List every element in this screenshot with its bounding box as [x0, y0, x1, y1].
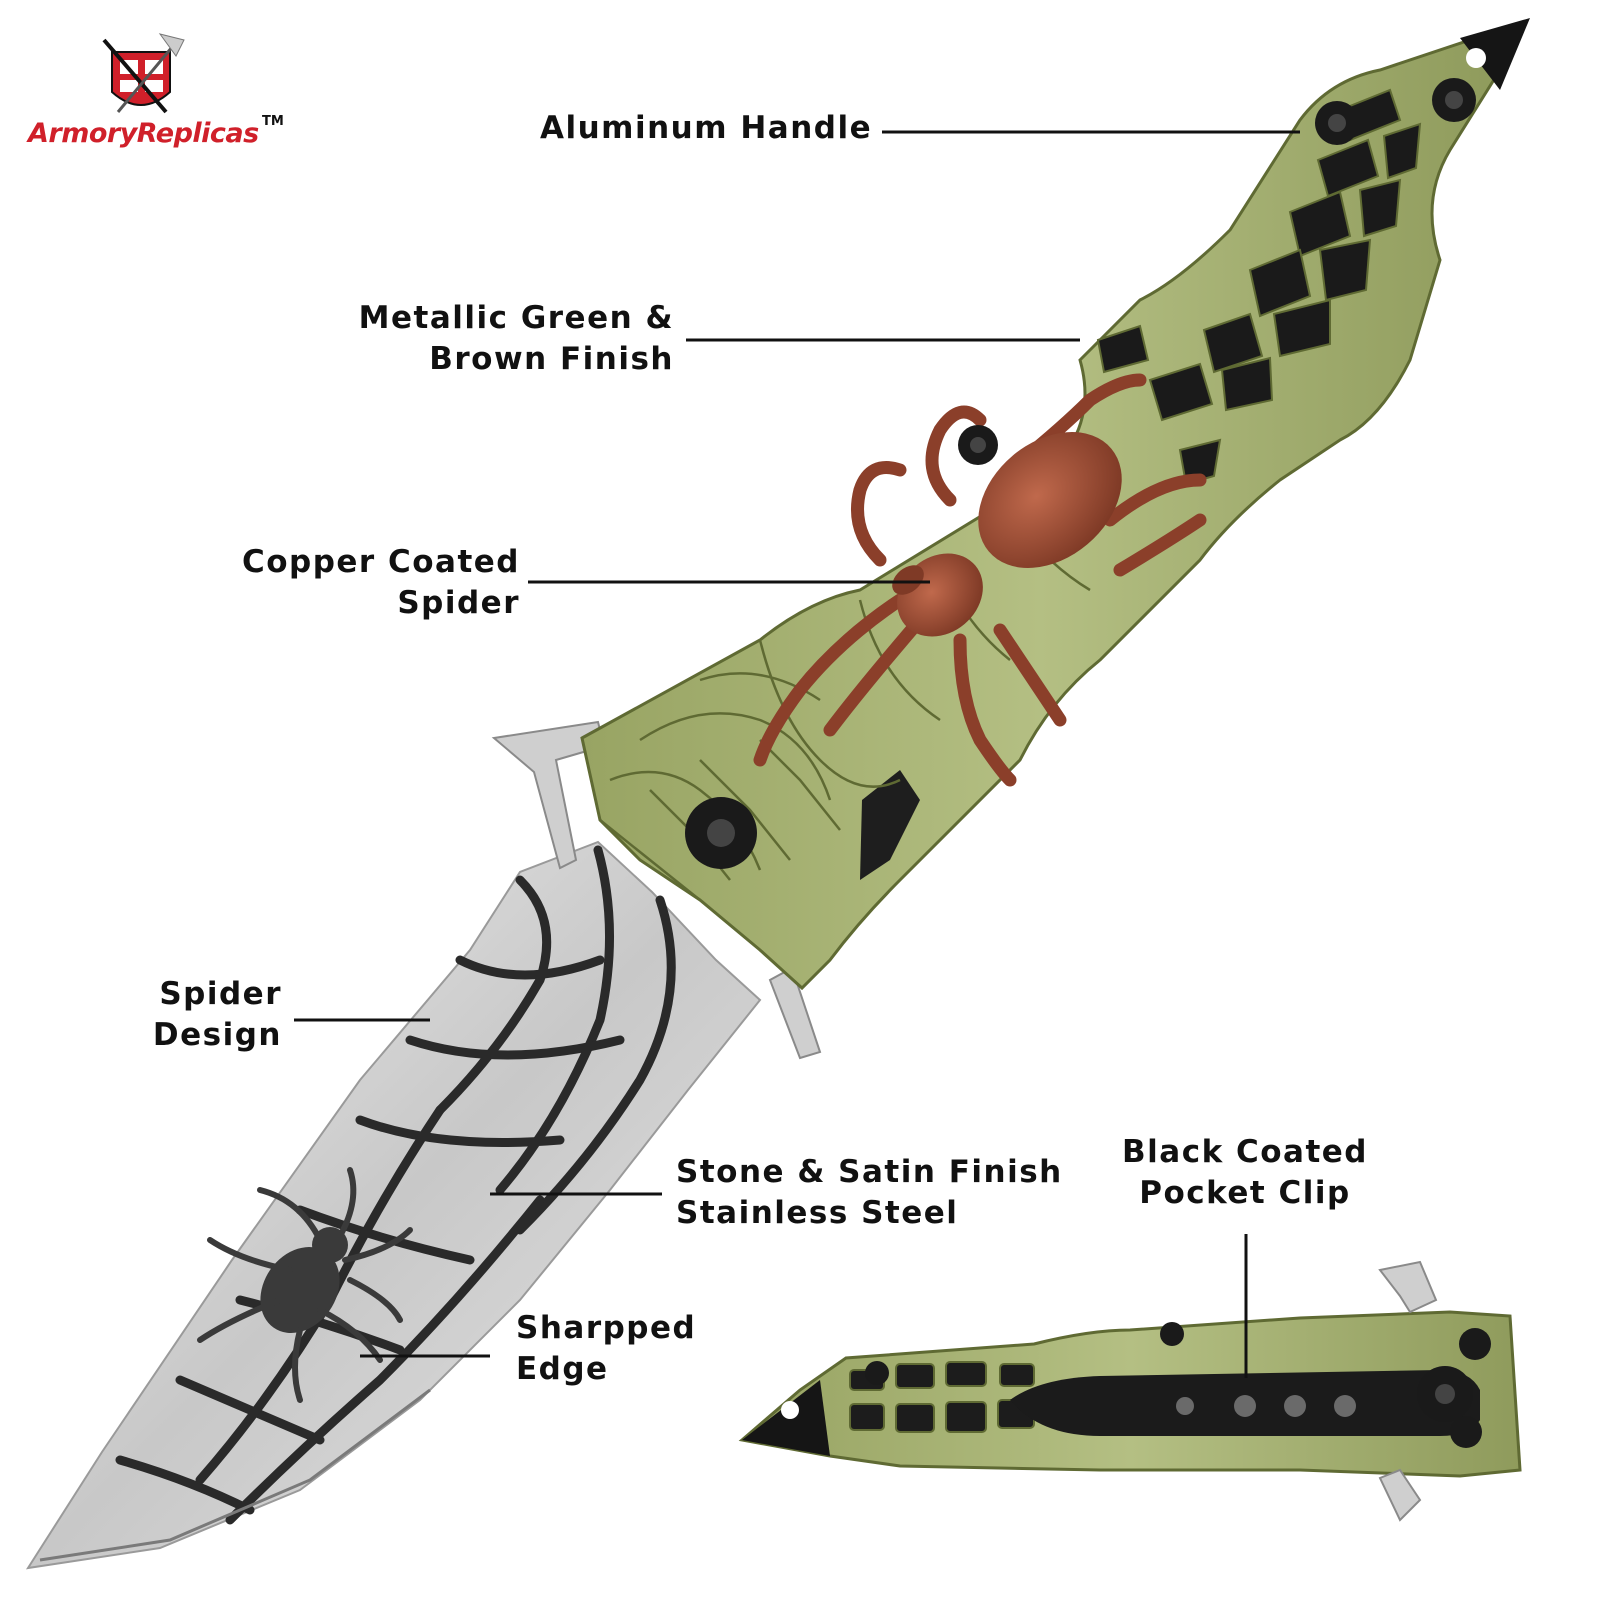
callout-pocket-clip: Black Coated Pocket Clip [1100, 1132, 1390, 1214]
callout-spider-design: Spider Design [130, 974, 282, 1056]
handle-cutouts [1096, 88, 1422, 486]
callout-stainless-steel: Stone & Satin Finish Stainless Steel [676, 1152, 1076, 1234]
knife-back-view [738, 1260, 1522, 1522]
callout-line: Stone & Satin Finish [676, 1154, 1063, 1190]
leader-lines [294, 130, 1300, 1378]
callout-line: Metallic Green & [358, 300, 674, 336]
copper-spider-icon [753, 373, 1207, 787]
handle-screw-icon [685, 78, 1476, 869]
callout-sharpped-edge: Sharpped Edge [516, 1308, 716, 1390]
callout-line: Pocket Clip [1139, 1175, 1351, 1211]
callout-line: Brown Finish [429, 341, 674, 377]
callout-line: Spider [159, 976, 282, 1012]
lanyard-hole [1466, 48, 1486, 68]
callout-line: Design [152, 1017, 282, 1053]
callout-line: Copper Coated [241, 544, 520, 580]
trademark-mark: TM [262, 114, 284, 129]
knife-blade [25, 840, 762, 1570]
callout-line: Edge [516, 1351, 609, 1387]
etched-spider-icon [197, 1167, 413, 1403]
brand-logo-icon [102, 33, 185, 114]
flipper-guard [491, 720, 822, 1060]
callout-line: Black Coated [1122, 1134, 1368, 1170]
callout-line: Stainless Steel [676, 1195, 959, 1231]
callout-copper-spider: Copper Coated Spider [220, 542, 520, 624]
web-etching [115, 845, 676, 1525]
callout-line: Spider [397, 585, 520, 621]
handle-tip [1460, 18, 1530, 90]
brand-name: ArmoryReplicas [28, 118, 259, 149]
callout-line: Sharpped [516, 1310, 697, 1346]
callout-finish: Metallic Green & Brown Finish [350, 298, 674, 380]
callout-aluminum-handle: Aluminum Handle [540, 108, 873, 149]
callout-line: Aluminum Handle [540, 110, 873, 146]
